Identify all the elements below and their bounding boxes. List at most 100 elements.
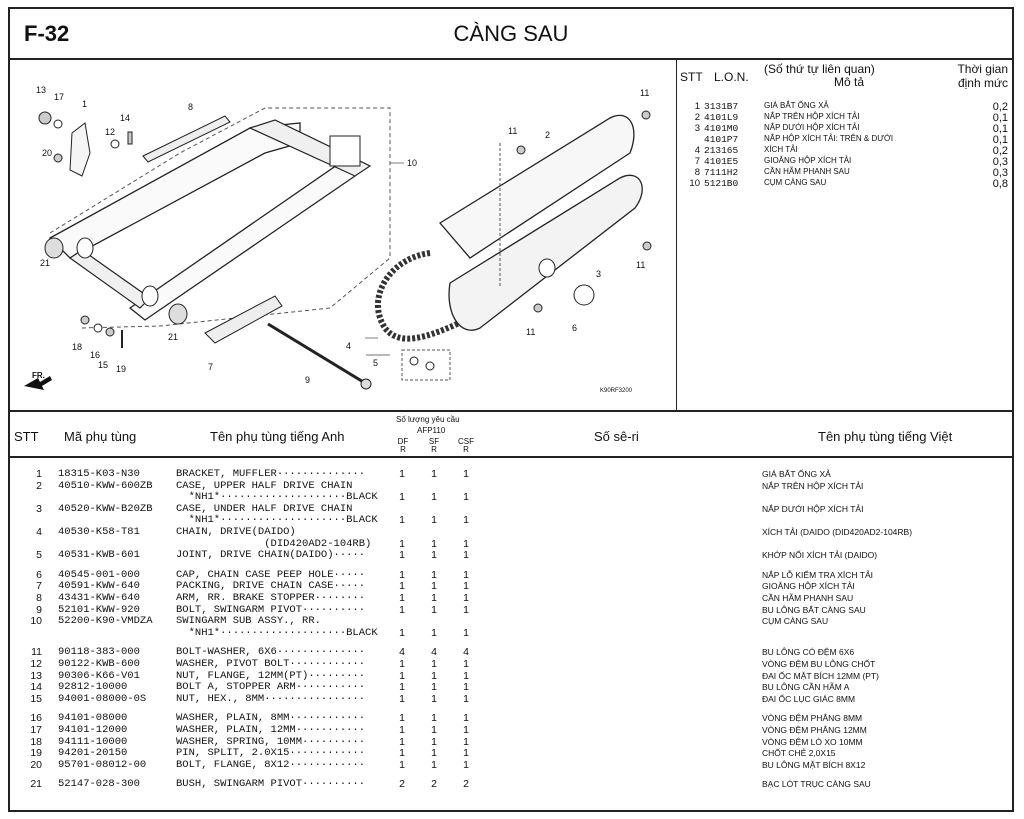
row-part-number: 52200-K90-VMDZA [58,615,153,628]
row-qty-sfr: 1 [431,669,437,682]
row-english-name: WASHER, PLAIN, 12MM··········· [176,724,366,736]
row-vietnamese-name: ĐAI ỐC MẶT BÍCH 12MM (PT) [762,670,879,681]
exploded-diagram: 13 17 1 14 8 12 20 10 11 11 2 21 21 18 1… [10,58,677,410]
swingarm-drawing [24,107,652,390]
callout-label: 15 [98,360,108,370]
side-col-stt: STT [680,70,703,84]
row-part-number: 43431-KWW-640 [58,592,140,604]
row-part-number: 94101-12000 [58,724,128,736]
row-qty-dfr: 1 [399,626,405,639]
row-english-name: BOLT, FLANGE, 8X12············ [176,758,366,771]
row-qty-sfr: 1 [431,712,437,725]
labor-row-time: 0,1 [992,134,1008,146]
labor-row-time: 0,2 [992,145,1008,157]
row-stt: 6 [36,568,42,581]
labor-row-code: 4101L9 [704,112,739,123]
labor-row-number: 3 [694,123,700,134]
row-qty-dfr: 2 [399,778,405,791]
row-english-name: BRACKET, MUFFLER·············· [176,468,366,480]
row-qty-csfr: 1 [463,549,469,562]
row-qty-sfr: 1 [431,692,437,705]
row-part-number: 90122-KWB-600 [58,658,140,670]
callout-label: 9 [305,375,310,385]
row-vietnamese-name: CẦN HÃM PHANH SAU [762,593,854,603]
labor-row-number: 10 [689,178,700,189]
row-qty-csfr: 1 [463,692,469,705]
side-col-time-1: Thời gian [957,62,1008,76]
row-english-name: CHAIN, DRIVE(DAIDO) [176,526,296,538]
row-english-name: CASE, UNDER HALF DRIVE CHAIN [176,502,353,515]
row-qty-dfr: 1 [399,514,405,527]
row-part-number: 90118-383-000 [58,646,140,659]
row-part-number: 92812-10000 [58,681,128,694]
row-vietnamese-name: ĐAI ỐC LỤC GIÁC 8MM [762,693,856,704]
row-qty-dfr: 1 [399,468,405,480]
row-stt: 17 [30,724,42,736]
callout-label: 2 [545,130,550,140]
row-qty-csfr: 1 [463,724,469,736]
row-english-name: BOLT A, STOPPER ARM··········· [176,681,366,694]
row-vietnamese-name: NẮP TRÊN HỘP XÍCH TẢI [762,480,864,491]
row-stt: 12 [30,658,42,670]
row-part-number: 40591-KWW-640 [58,580,140,593]
row-stt: 8 [36,592,42,604]
col-vietnamese-name: Tên phụ tùng tiếng Việt [818,429,953,444]
row-vietnamese-name: CHỐT CHẺ 2,0X15 [762,748,836,759]
callout-label: 5 [373,358,378,368]
col-quantity: Số lượng yêu cầu [396,415,460,424]
callout-label: 10 [407,158,417,168]
labor-row-code: 3131B7 [704,101,739,112]
row-qty-csfr: 1 [463,735,469,748]
row-vietnamese-name: GIÁ BẮT ỐNG XẢ [762,469,831,479]
row-qty-dfr: 1 [399,580,405,593]
callout-label: 1 [82,99,87,109]
row-qty-csfr: 1 [463,669,469,682]
callout-label: 12 [105,127,115,137]
callout-label: 4 [346,341,351,351]
row-qty-sfr: 1 [431,747,437,760]
row-qty-dfr: 1 [399,603,405,616]
row-qty-sfr: 1 [431,514,437,527]
side-col-ref: (Số thứ tự liên quan) [764,62,875,76]
row-qty-dfr: 1 [399,491,405,504]
row-part-number: 95701-08012-00 [58,758,147,771]
row-qty-csfr: 1 [463,468,469,480]
row-english-name: (DID420AD2-104RB) [176,537,372,550]
row-english-name: PIN, SPLIT, 2.0X15············ [176,747,366,760]
row-vietnamese-name: BẠC LÓT TRỤC CÀNG SAU [762,779,871,790]
callout-label: 11 [636,260,645,270]
parts-catalog-page: F-32 CÀNG SAU [8,7,1014,812]
row-english-name: WASHER, PLAIN, 8MM············ [176,712,366,725]
row-qty-dfr: 1 [399,549,405,562]
row-stt: 20 [30,758,42,771]
row-qty-csfr: 1 [463,758,469,771]
row-qty-sfr: 1 [431,580,437,593]
row-part-number: 40520-KWW-B20ZB [58,502,153,515]
row-vietnamese-name: BU LÔNG MẶT BÍCH 8X12 [762,759,866,770]
callout-label: 21 [40,258,50,268]
labor-row-time: 0,1 [992,112,1008,124]
row-qty-sfr: 1 [431,568,437,581]
callout-label: 19 [116,364,126,374]
labor-row-number: 7 [694,156,700,167]
row-part-number: 40530-K58-T81 [58,526,140,538]
row-part-number: 18315-K03-N30 [58,468,140,480]
callout-label: 20 [42,148,52,158]
row-english-name: CASE, UPPER HALF DRIVE CHAIN [176,479,353,492]
row-qty-dfr: 1 [399,658,405,670]
row-english-name: BOLT-WASHER, 6X6·············· [176,646,366,659]
row-qty-csfr: 2 [463,778,469,791]
row-vietnamese-name: BU LÔNG CÓ ĐỆM 6X6 [762,647,855,658]
row-vietnamese-name: VÒNG ĐỆM BU LÔNG CHỐT [762,659,876,669]
row-stt: 9 [36,603,42,616]
row-part-number: 52101-KWW-920 [58,603,140,616]
